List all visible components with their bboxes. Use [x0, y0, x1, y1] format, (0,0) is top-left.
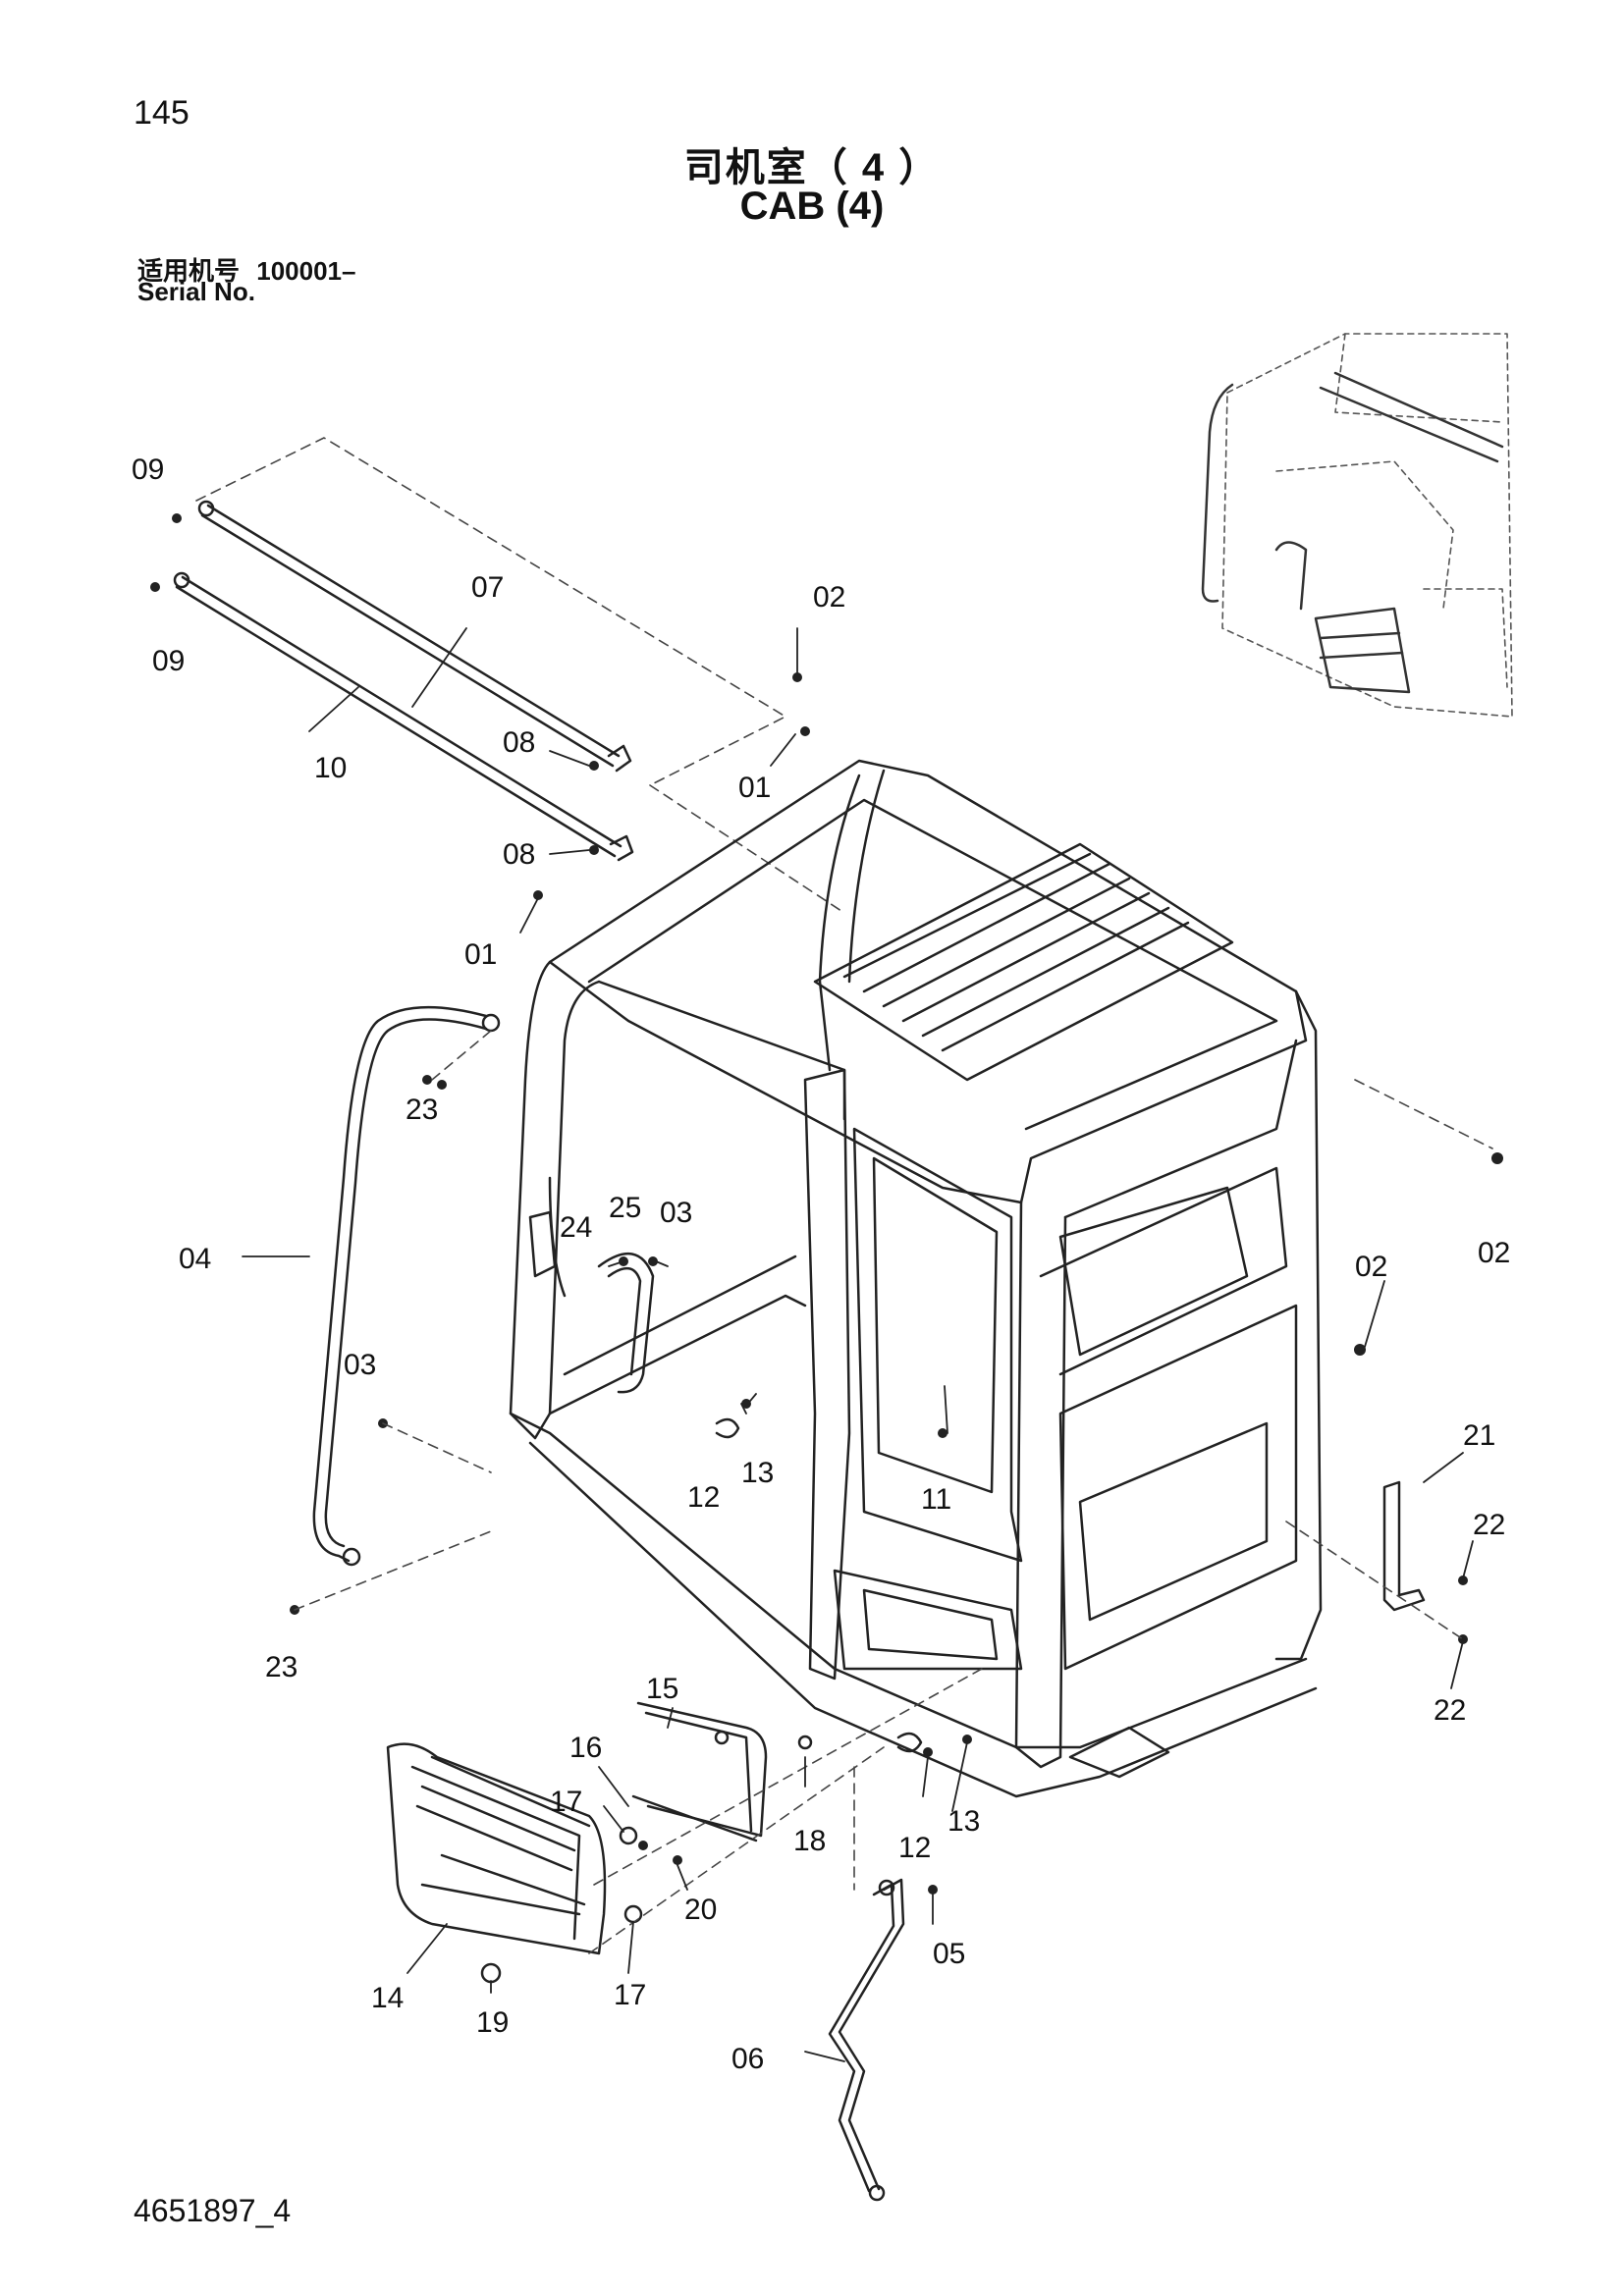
callout-14: 14 — [371, 1982, 404, 2014]
callout-13: 13 — [947, 1805, 980, 1838]
pipe-06 — [828, 1878, 905, 2202]
callout-03: 03 — [344, 1349, 376, 1381]
callout-02: 02 — [813, 581, 845, 614]
inset-cab-solid-parts — [1201, 371, 1504, 694]
callout-11: 11 — [921, 1483, 951, 1516]
serial-label: 适用机号 100001– — [137, 251, 355, 288]
callout-15: 15 — [646, 1673, 678, 1705]
grab-handle-24 — [597, 1252, 655, 1394]
callout-labels: 09 09 07 10 08 08 02 01 01 23 23 04 24 2… — [132, 454, 1510, 2075]
centre-lines — [294, 1030, 1493, 1954]
serial-label-cn: 适用机号 — [137, 256, 241, 286]
page-title-en: CAB (4) — [739, 185, 885, 228]
callout-09: 09 — [152, 645, 185, 677]
trim-15-16 — [631, 1701, 768, 1842]
callout-18: 18 — [793, 1825, 826, 1857]
callout-leaders — [242, 627, 1474, 2062]
rod-leader-lines — [195, 437, 845, 914]
cab-frame — [509, 759, 1323, 1798]
rod-10 — [173, 571, 634, 862]
callout-03: 03 — [660, 1197, 692, 1229]
callout-01: 01 — [738, 772, 771, 804]
document-id: 4651897_4 — [134, 2193, 292, 2228]
fastener-dots — [150, 513, 1503, 1895]
callout-02: 02 — [1355, 1251, 1387, 1283]
callout-24: 24 — [560, 1211, 592, 1244]
bracket-21 — [1382, 1480, 1426, 1612]
inset-cab-overview — [1221, 333, 1513, 718]
callout-09: 09 — [132, 454, 164, 486]
callout-22: 22 — [1473, 1509, 1505, 1541]
rod-07 — [197, 500, 632, 773]
page-title-cn: 司机室（ 4 ） — [683, 146, 941, 189]
serial-value: 100001– — [256, 256, 356, 286]
callout-04: 04 — [179, 1243, 211, 1275]
callout-23: 23 — [406, 1094, 438, 1126]
callout-07: 07 — [471, 571, 504, 604]
callout-17: 17 — [614, 1979, 646, 2011]
callout-25: 25 — [609, 1192, 641, 1224]
callout-05: 05 — [933, 1938, 965, 1970]
handrail-04 — [312, 1005, 501, 1567]
callout-01: 01 — [464, 938, 497, 971]
callout-19: 19 — [476, 2006, 509, 2039]
page-number: 145 — [134, 94, 189, 132]
callout-02: 02 — [1478, 1237, 1510, 1269]
callout-06: 06 — [731, 2043, 764, 2075]
callout-21: 21 — [1463, 1419, 1495, 1452]
callout-22: 22 — [1434, 1694, 1466, 1727]
callout-16: 16 — [569, 1732, 602, 1764]
callout-08: 08 — [503, 838, 535, 871]
serial-label-en: Serial No. — [137, 277, 255, 306]
callout-17: 17 — [550, 1786, 582, 1818]
callout-13: 13 — [741, 1457, 774, 1489]
callout-08: 08 — [503, 726, 535, 759]
callout-23: 23 — [265, 1651, 298, 1683]
callout-10: 10 — [314, 752, 347, 784]
callout-12: 12 — [898, 1832, 931, 1864]
callout-20: 20 — [684, 1894, 717, 1926]
callout-12: 12 — [687, 1481, 720, 1514]
cover-panel-14 — [386, 1742, 607, 1955]
